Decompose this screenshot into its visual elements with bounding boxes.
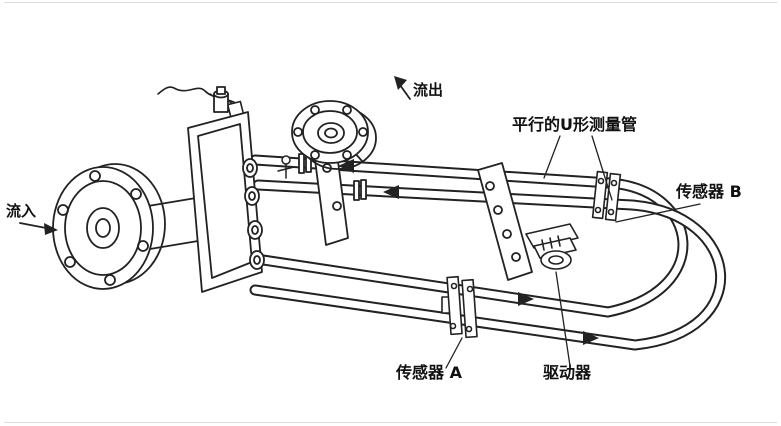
bleed-valve — [277, 155, 295, 179]
manifold-fitting — [213, 86, 229, 113]
diagram-labels: 流入 流出 平行的U形测量管 传感器 B 传感器 A 驱动器 — [6, 81, 742, 382]
flow-arrow — [518, 292, 534, 306]
driver-assembly — [525, 223, 579, 270]
mounting-bracket — [477, 162, 533, 281]
label-driver: 驱动器 — [543, 363, 592, 382]
electrical-cable — [157, 86, 245, 119]
tube-couplings-front — [353, 179, 367, 201]
flow-arrow — [583, 331, 599, 345]
leader-driver — [555, 271, 571, 367]
outlet-flange — [291, 100, 377, 170]
inflow-arrow-icon — [19, 222, 58, 235]
leader-sensor-b — [615, 203, 701, 223]
leader-lines — [445, 135, 701, 369]
leader-sensor-a — [445, 337, 463, 369]
flow-arrow — [383, 185, 399, 199]
inlet-pipe — [147, 197, 199, 250]
label-outflow: 流出 — [413, 81, 443, 99]
label-sensor-a: 传感器 A — [395, 363, 463, 382]
flow-arrow — [338, 159, 354, 173]
top-divider — [4, 2, 777, 3]
label-parallel-u-tubes: 平行的U形测量管 — [512, 115, 637, 134]
flow-direction-arrows — [338, 159, 599, 345]
u-shaped-tubes — [244, 154, 727, 351]
label-sensor-b: 传感器 B — [675, 182, 742, 201]
inlet-flange — [52, 163, 166, 290]
sensor-a-clamp — [441, 275, 478, 339]
leader-u-tubes-1 — [543, 135, 561, 179]
leader-u-tubes-2 — [591, 135, 613, 201]
inlet-manifold — [187, 111, 265, 293]
label-inflow: 流入 — [6, 202, 36, 220]
outflow-arrow-icon — [394, 76, 411, 100]
bottom-divider — [4, 422, 777, 423]
sensor-b-clamp — [591, 170, 622, 222]
